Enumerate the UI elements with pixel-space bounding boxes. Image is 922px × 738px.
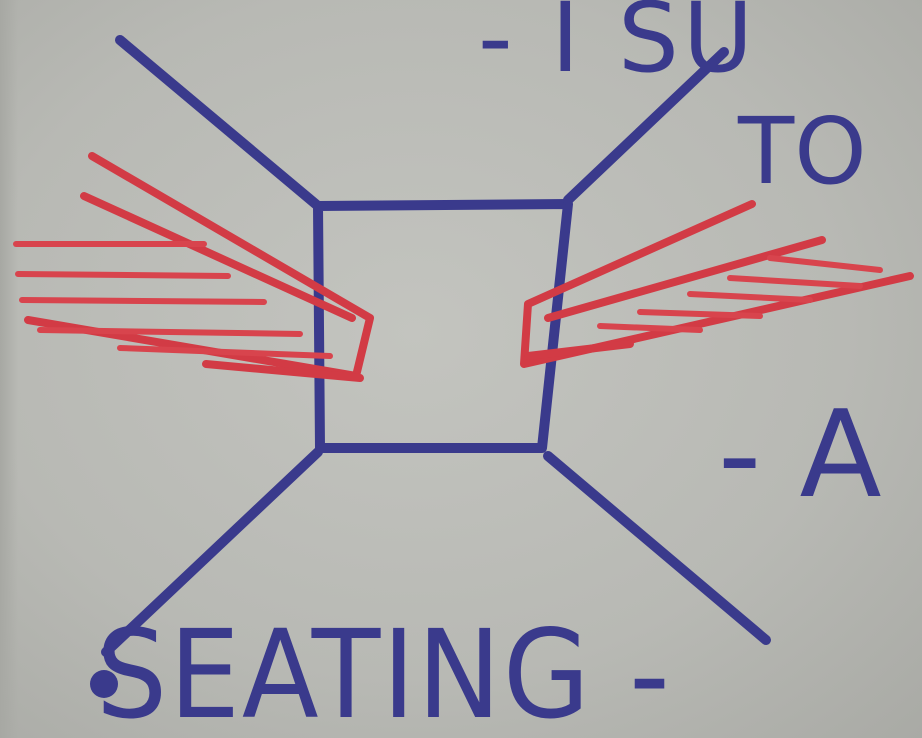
right-seating-wing [524,204,910,364]
dash-a-handwritten-note: - A [718,386,882,525]
to-handwritten-note: TO [738,98,867,205]
seating-label: SEATING - [96,604,672,738]
top-handwritten-note: - I SU [478,0,757,94]
diagonal-line-top-left [120,40,318,206]
